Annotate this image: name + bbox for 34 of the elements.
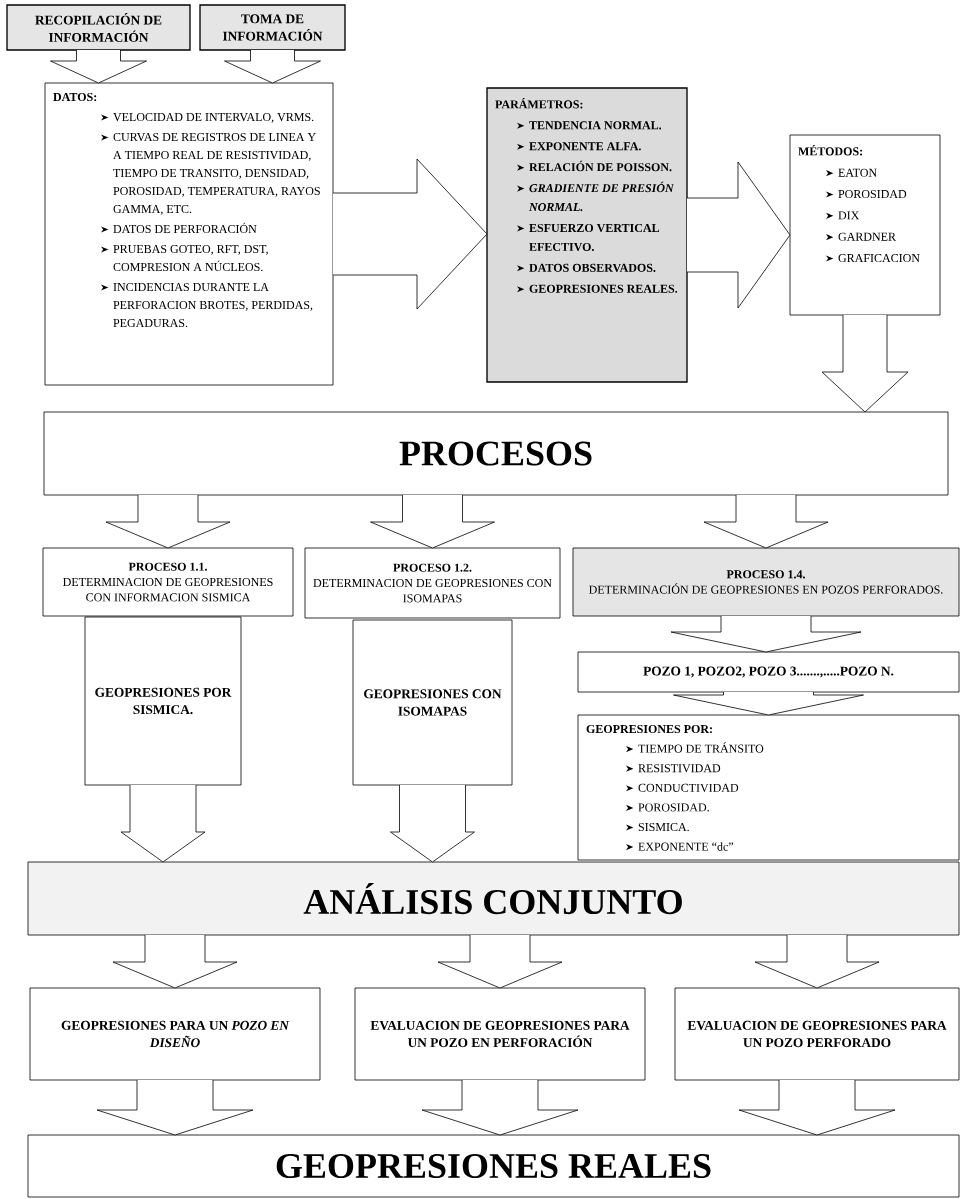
block-arrow xyxy=(390,784,475,863)
process-box: EVALUACION DE GEOPRESIONES PARA UN POZO EN PERFORACIÓN xyxy=(354,987,646,1081)
process-box: POZO 1, POZO2, POZO 3.......,.....POZO N. xyxy=(577,651,960,693)
result-box: GEOPRESIONES POR SISMICA. xyxy=(84,616,242,786)
list-box: GEOPRESIONES POR: TIEMPO DE TRÁNSITO RESISTIVIDAD CONDUCTIVIDAD POROSIDAD. SISMICA. EXPONENTE “dc” xyxy=(577,714,960,861)
block-arrow xyxy=(821,314,909,413)
block-arrow xyxy=(332,158,488,310)
block-arrow xyxy=(370,494,495,549)
block-arrow xyxy=(754,934,880,989)
list-box: PARÁMETROS: TENDENCIA NORMAL. EXPONENTE ALFA. RELACIÓN DE POISSON. GRADIENTE DE PRESIÓN NORMAL. ESFUERZO VERTICAL EFECTIVO. DATOS OBSERVADOS. GEOPRESIONES REALES. xyxy=(486,87,688,383)
process-box: PROCESO 1.4. DETERMINACIÓN DE GEOPRESIONES EN POZOS PERFORADOS. xyxy=(572,547,960,617)
result-box: GEOPRESIONES CON ISOMAPAS xyxy=(352,619,513,786)
title-band: GEOPRESIONES REALES xyxy=(27,1134,960,1198)
process-box: PROCESO 1.1. DETERMINACION DE GEOPRESIONES CON INFORMACION SISMICA xyxy=(42,547,294,617)
block-arrow xyxy=(120,784,206,863)
process-box: EVALUACION DE GEOPRESIONES PARA UN POZO PERFORADO xyxy=(674,987,960,1081)
block-arrow xyxy=(738,1079,896,1136)
block-arrow xyxy=(50,49,147,84)
block-arrow xyxy=(96,1079,254,1136)
block-arrow xyxy=(421,1079,579,1136)
process-box: GEOPRESIONES PARA UN POZO EN DISEÑO xyxy=(29,987,321,1081)
title-band: PROCESOS xyxy=(43,411,949,496)
block-arrow xyxy=(224,49,321,84)
block-arrow xyxy=(703,494,829,549)
list-box: DATOS: VELOCIDAD DE INTERVALO, VRMS. CURVAS DE REGISTROS DE LINEA Y A TIEMPO REAL DE RESISTIVIDAD, TIEMPO DE TRANSITO, DENSIDAD, POROSIDAD, TEMPERATURA, RAYOS GAMMA, ETC. DATOS DE PERFORACIÓN PRUEBAS GOTEO, RFT, DST, COMPRESION A NÚCLEOS. INCIDENCIAS DURANTE LA PERFORACION BROTES, PERDIDAS, PEGADURAS. xyxy=(44,82,334,386)
header-box: RECOPILACIÓN DE INFORMACIÓN xyxy=(6,4,191,51)
block-arrow xyxy=(112,934,238,989)
process-box: PROCESO 1.2. DETERMINACION DE GEOPRESIONES CON ISOMAPAS xyxy=(304,547,561,619)
block-arrow xyxy=(105,494,231,549)
title-band: ANÁLISIS CONJUNTO xyxy=(27,861,960,936)
block-arrow xyxy=(686,161,791,309)
header-box: TOMA DE INFORMACIÓN xyxy=(199,4,346,51)
list-box: MÉTODOS: EATON POROSIDAD DIX GARDNER GRAFICACION xyxy=(789,134,941,316)
block-arrow xyxy=(437,934,563,989)
